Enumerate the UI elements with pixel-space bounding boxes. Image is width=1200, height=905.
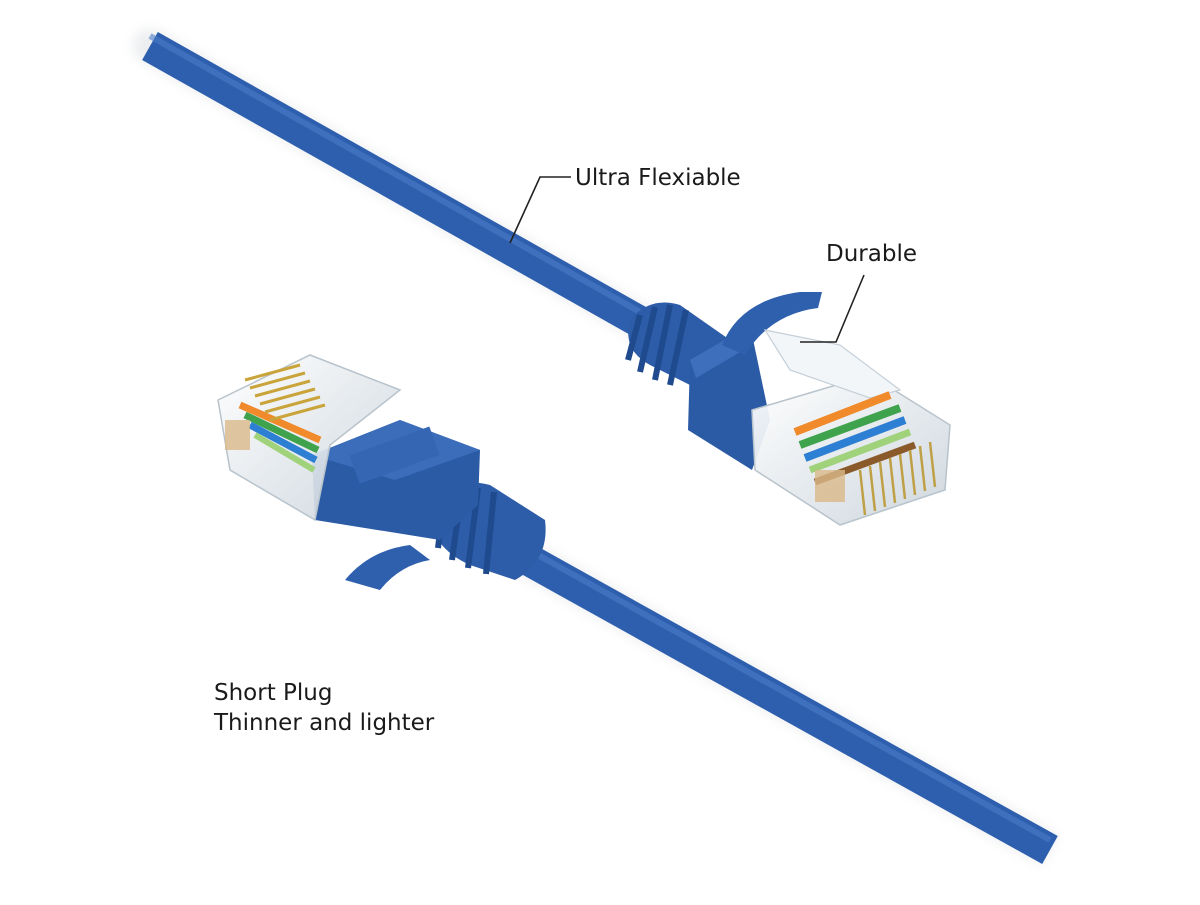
callout-short-plug: Short Plug Thinner and lighter [214,678,434,738]
lower-connector [217,354,480,590]
callout-ultra-flexible: Ultra Flexiable [575,165,741,191]
callout-leaders [509,176,865,343]
upper-cable [133,29,657,339]
lower-cable [511,540,1059,865]
upper-connector [688,292,951,526]
durable-leader-line [800,274,865,343]
flexible-leader-line [509,176,571,244]
callout-short-plug-line1: Short Plug [214,680,333,706]
callout-short-plug-line2: Thinner and lighter [214,710,435,736]
callout-durable: Durable [826,241,917,267]
